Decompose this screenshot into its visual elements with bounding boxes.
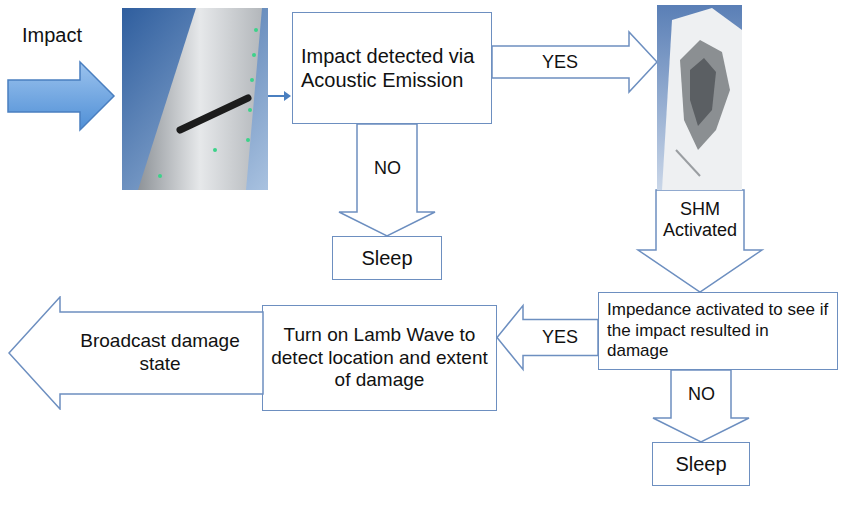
edge-label: NO [374,158,401,179]
node-text: Broadcast damage state [66,330,254,376]
output-arrow: Broadcast damage state [8,296,264,410]
block-arrow-shape [497,306,598,370]
arrow-outline [8,296,264,410]
node-text: Turn on Lamb Wave to detect location and… [271,324,488,392]
block-arrow-shape [638,190,762,292]
block-arrow [497,306,598,370]
node-text: Impact detected via Acoustic Emission [301,44,483,92]
input-label: Impact [22,24,82,47]
node-text: Sleep [341,246,433,270]
block-arrow [339,124,435,236]
damage-photo [657,5,742,190]
block-arrow-shape [653,370,749,442]
node-text: Impedance activated to see if the impact… [607,300,829,361]
block-arrow-shape [492,32,657,92]
impact-arrow [8,62,114,130]
block-arrow [653,370,749,442]
node-text: Sleep [661,452,741,476]
block-arrow-shape [339,124,435,236]
edge-label: NO [688,384,715,405]
sleep-box: Sleep [332,236,442,280]
process-box: Impact detected via Acoustic Emission [292,12,492,124]
link-arrow [268,91,291,101]
process-box: Impedance activated to see if the impact… [598,292,838,370]
step-label: SHM Activated [657,199,743,240]
edge-label: YES [542,52,578,73]
sleep-box: Sleep [652,442,750,486]
edge-label: YES [542,327,578,348]
tower-photo [122,8,268,190]
process-box: Turn on Lamb Wave to detect location and… [262,305,497,411]
